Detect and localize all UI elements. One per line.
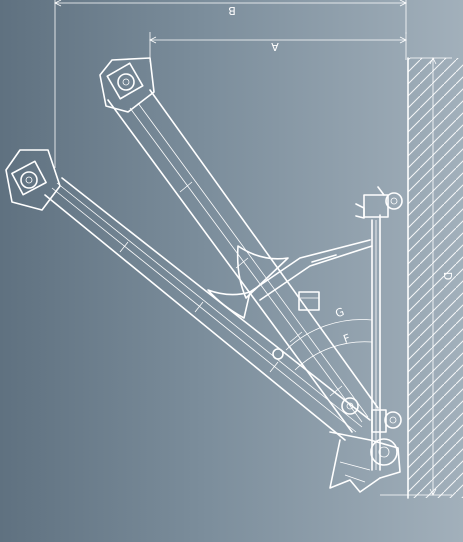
bracket	[298, 291, 320, 311]
wall	[407, 57, 463, 499]
dimension-a-label: A	[271, 40, 279, 53]
pivot-base	[329, 431, 401, 493]
dimension-a: A	[149, 32, 407, 62]
angle-g-label: G	[334, 305, 346, 320]
mast-rail	[355, 186, 403, 471]
dimension-b: B	[54, 0, 407, 168]
lower-conveyor-arm	[5, 149, 371, 441]
angle-g: G	[285, 305, 373, 351]
dimension-b-label: B	[228, 4, 236, 17]
angle-f: F	[294, 332, 373, 371]
dimension-d-label: D	[441, 272, 454, 280]
angle-f-label: F	[342, 332, 352, 346]
upper-conveyor-arm	[99, 57, 379, 433]
dimension-d: D	[380, 57, 454, 496]
